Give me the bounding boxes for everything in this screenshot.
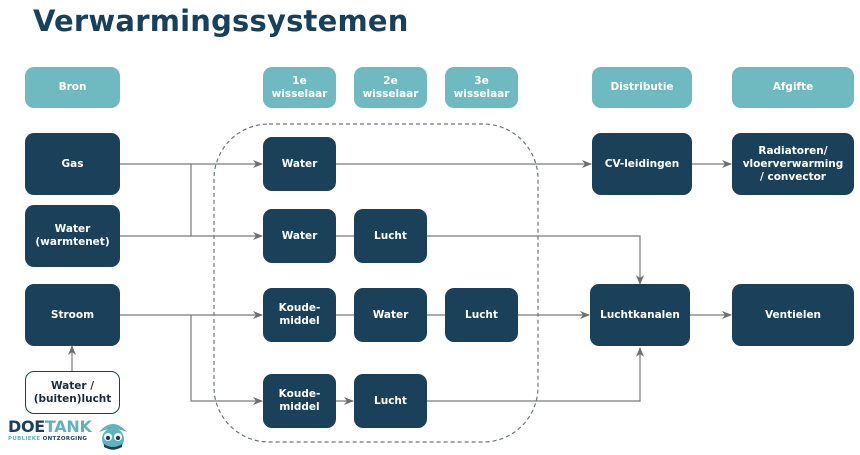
header-afgifte: Afgifte [732, 67, 854, 108]
exchanger-row1-water: Water [263, 137, 336, 191]
exchanger-row3-water: Water [354, 288, 427, 342]
header-3e-wisselaar: 3e wisselaar [445, 67, 518, 108]
logo-tank: TANK [44, 417, 92, 436]
exchanger-row3-lucht: Lucht [445, 288, 518, 342]
doetank-mascot-icon [99, 424, 127, 450]
header-bron: Bron [25, 67, 120, 108]
doetank-logo: DOETANK PUBLIEKE ONTZORGING [8, 419, 92, 443]
line-stroom-koudemiddel-2 [190, 315, 263, 405]
line-lucht-luchtkanalen-bottom [427, 347, 644, 402]
exchanger-row4-koudemiddel: Koude- middel [263, 374, 336, 428]
logo-doe: DOE [8, 417, 45, 436]
emission-radiatoren: Radiatoren/ vloerverwarming / convector [732, 133, 854, 195]
source-warmtenet: Water (warmtenet) [25, 205, 120, 267]
emission-ventielen: Ventielen [732, 284, 854, 346]
line-lucht-luchtkanalen-top [427, 235, 644, 285]
exchanger-group-frame [213, 123, 539, 443]
exchanger-row3-koudemiddel: Koude- middel [263, 288, 336, 342]
exchanger-row4-lucht: Lucht [354, 374, 427, 428]
header-2e-wisselaar: 2e wisselaar [354, 67, 427, 108]
header-1e-wisselaar: 1e wisselaar [263, 67, 336, 108]
source-stroom: Stroom [25, 284, 120, 346]
exchanger-row2-water: Water [263, 209, 336, 263]
logo-sub-ontzorging: ONTZORGING [42, 436, 88, 442]
exchanger-row2-lucht: Lucht [354, 209, 427, 263]
source-buitenlucht: Water / (buiten)lucht [25, 371, 120, 414]
source-gas: Gas [25, 133, 120, 195]
page-title: Verwarmingssystemen [33, 4, 409, 38]
logo-sub-publieke: PUBLIEKE [8, 436, 43, 442]
distribution-cv-leidingen: CV-leidingen [592, 133, 692, 195]
header-distributie: Distributie [592, 67, 692, 108]
distribution-luchtkanalen: Luchtkanalen [590, 284, 690, 346]
